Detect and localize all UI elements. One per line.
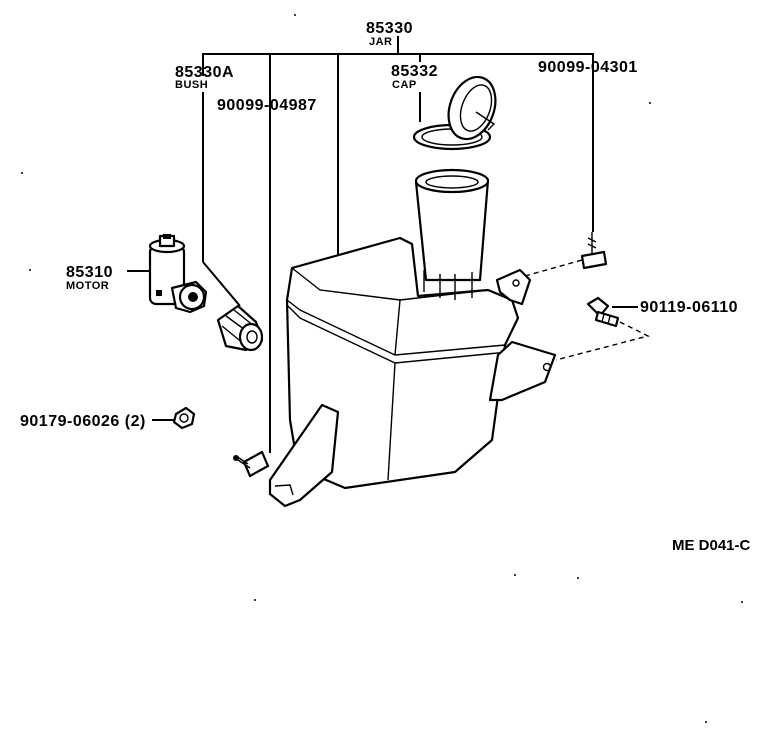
screw-right-part bbox=[580, 232, 608, 270]
motor-part bbox=[148, 234, 208, 314]
cap-part-name: CAP bbox=[392, 79, 417, 91]
bolt-part-number: 90119-06110 bbox=[640, 299, 738, 316]
reservoir-jar bbox=[268, 168, 557, 508]
assembly-lines bbox=[524, 259, 650, 361]
screw-right-part-number: 90099-04301 bbox=[538, 59, 638, 76]
cap-part bbox=[412, 75, 497, 151]
screw-left-part-number: 90099-04987 bbox=[217, 97, 317, 114]
jar-part-name: JAR bbox=[369, 36, 393, 48]
bush-part-name: BUSH bbox=[175, 79, 208, 91]
bolt-part bbox=[586, 296, 620, 328]
leader-lines bbox=[127, 36, 638, 453]
scan-specks bbox=[21, 14, 743, 723]
nut-part-number: 90179-06026 (2) bbox=[20, 413, 146, 430]
motor-part-number: 85310 bbox=[66, 264, 113, 281]
diagram-code: ME D041-C bbox=[672, 537, 751, 554]
cap-part-number: 85332 bbox=[391, 63, 438, 80]
bush-part-number: 85330A bbox=[175, 64, 234, 81]
bush-part bbox=[216, 304, 264, 352]
motor-part-name: MOTOR bbox=[66, 280, 109, 292]
jar-part-number: 85330 bbox=[366, 20, 413, 37]
screw-left-part bbox=[233, 450, 270, 478]
nut-part bbox=[172, 406, 196, 430]
